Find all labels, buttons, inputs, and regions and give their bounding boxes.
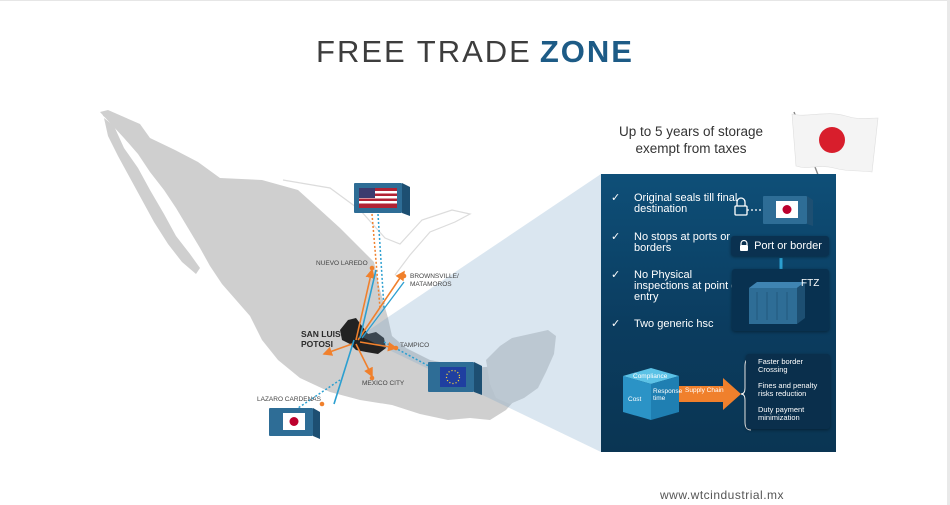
- check-icon: ✓: [611, 192, 621, 204]
- frame-right-border: [947, 0, 950, 505]
- cube-icon: [623, 368, 679, 420]
- bullet-item: ✓ No stops at ports or borders: [611, 232, 746, 254]
- route-lazaro-teal: [333, 339, 355, 405]
- route-bv-orange: [357, 270, 405, 341]
- label-san-luis-potosi: SAN LUIS POTOSI: [301, 329, 341, 349]
- bullet-text: No Physical inspections at point of entr…: [634, 269, 741, 303]
- check-icon: ✓: [611, 269, 621, 281]
- label-nuevo-laredo: NUEVO LAREDO: [316, 260, 368, 267]
- supply-chain-arrow: [679, 378, 741, 410]
- storage-caption: Up to 5 years of storage exempt from tax…: [596, 123, 786, 157]
- benefits-box: [746, 354, 830, 429]
- storage-line1: Up to 5 years of storage: [618, 124, 764, 139]
- storage-line2: exempt from taxes: [635, 141, 747, 156]
- check-icon: ✓: [611, 318, 621, 330]
- route-nl-teal: [359, 269, 377, 339]
- bullet-item: ✓ Two generic hsc: [611, 319, 746, 330]
- dot-mexico-city: [369, 375, 375, 381]
- baja-shape: [104, 118, 200, 274]
- label-slp-line1: SAN LUIS: [301, 329, 341, 339]
- route-bv-teal: [361, 281, 405, 339]
- cube-label-response-time: Response time: [653, 388, 683, 402]
- benefit-item: Fines and penalty risks reduction: [758, 381, 818, 398]
- bullet-text: Two generic hsc: [634, 318, 714, 330]
- japan-flag-icon: [791, 111, 879, 181]
- label-lazaro-cardenas: LAZARO CARDENAS: [257, 396, 321, 403]
- port-or-border-pill: Port or border: [731, 236, 829, 256]
- port-or-border-label: Port or border: [754, 240, 822, 252]
- mexico-shape: [100, 110, 522, 420]
- dot-tampico: [393, 345, 399, 351]
- dot-brownsville: [401, 273, 407, 279]
- route-japan-dotted: [291, 379, 341, 413]
- label-matamoros: MATAMOROS: [410, 281, 452, 288]
- dot-nuevo-laredo: [369, 265, 375, 271]
- zoom-cone: [360, 174, 601, 452]
- title-bold: ZONE: [539, 34, 634, 69]
- cube-label-compliance: Compliance: [633, 373, 668, 380]
- benefit-item: Faster border Crossing: [758, 357, 804, 374]
- label-mexico-city: MEXICO CITY: [362, 380, 405, 387]
- lock-icon: [734, 197, 748, 216]
- route-tampico-orange: [359, 341, 398, 352]
- title-light: FREE TRADE: [316, 34, 532, 69]
- benefits-brace: [740, 357, 752, 431]
- bullet-text: No stops at ports or borders: [634, 231, 730, 254]
- benefit-item: Duty payment minimization: [758, 405, 805, 422]
- lock-small-icon: [740, 240, 749, 251]
- label-tampico: TAMPICO: [400, 342, 430, 349]
- route-lazaro-orange: [322, 343, 353, 356]
- container-usa-icon: [354, 183, 410, 216]
- dot-lazaro: [319, 401, 325, 407]
- route-mexico-orange: [355, 343, 373, 378]
- supply-chain-label: Supply Chain: [685, 387, 724, 394]
- label-slp-line2: POTOSI: [301, 339, 333, 349]
- bullet-item: ✓ Original seals till final destination: [611, 193, 746, 215]
- label-brownsville: BROWNSVILLE/: [410, 273, 459, 280]
- frame-top-border: [0, 0, 950, 1]
- bullet-text: Original seals till final destination: [634, 192, 738, 215]
- route-nl-orange: [355, 268, 375, 341]
- yucatan-shape: [486, 330, 556, 404]
- container-eu-icon: [428, 362, 482, 395]
- container-japan-panel-icon: [763, 196, 813, 226]
- website-footer: www.wtcindustrial.mx: [660, 488, 785, 502]
- bullet-item: ✓ No Physical inspections at point of en…: [611, 270, 746, 303]
- cube-label-cost: Cost: [628, 396, 642, 403]
- ftz-label: FTZ: [801, 278, 820, 289]
- ftz-benefits-panel: ✓ Original seals till final destination …: [601, 174, 836, 452]
- check-icon: ✓: [611, 231, 621, 243]
- container-japan-map-icon: [269, 408, 320, 439]
